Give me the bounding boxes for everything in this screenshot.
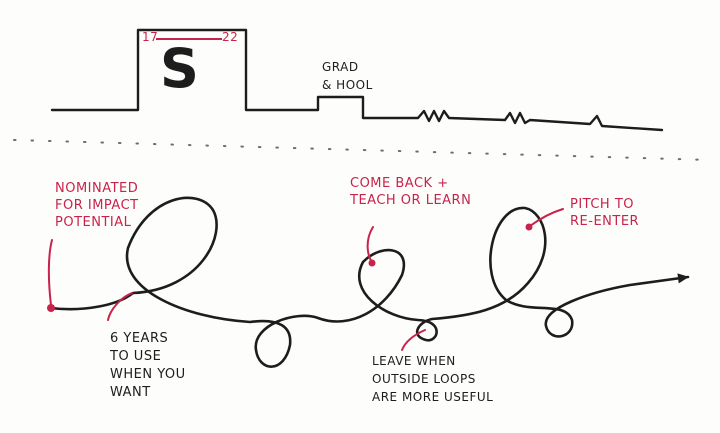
label-line: 6 YEARS	[110, 331, 169, 346]
label-line: WHEN YOU	[110, 367, 186, 382]
label-line: PITCH TO	[570, 197, 635, 212]
six-years-leader	[107, 292, 133, 321]
pitch-dot	[525, 223, 533, 231]
six-years-label: 6 YEARS TO USE WHEN YOU WANT	[110, 330, 186, 402]
grad-school-line: & HOOL	[322, 78, 373, 92]
pitch-label: PITCH TO RE-ENTER	[570, 196, 639, 230]
nominated-leader	[47, 239, 53, 306]
label-line: POTENTIAL	[55, 215, 132, 230]
label-line: WANT	[110, 385, 151, 400]
label-line: RE-ENTER	[570, 214, 640, 229]
grad-school-label: GRAD & HOOL	[322, 58, 373, 94]
label-line: COME BACK +	[350, 176, 449, 191]
nominated-label: NOMINATED FOR IMPACT POTENTIAL	[55, 180, 139, 231]
come-back-label: COME BACK + TEACH OR LEARN	[350, 175, 471, 209]
year-start: 17	[142, 30, 159, 44]
label-line: LEAVE WHEN	[372, 354, 456, 368]
pitch-leader	[529, 208, 564, 227]
top-timeline-line	[50, 28, 664, 132]
come-back-leader	[366, 226, 374, 263]
logo-letter: S	[160, 37, 199, 100]
start-dot	[47, 304, 55, 312]
life-loop-path	[48, 196, 690, 368]
label-line: TO USE	[110, 349, 162, 364]
year-end: 22	[222, 30, 239, 44]
come-back-dot	[368, 259, 376, 267]
grad-school-line: GRAD	[322, 60, 359, 74]
dotted-divider	[13, 139, 711, 161]
label-line: NOMINATED	[55, 181, 139, 196]
leave-leader	[401, 329, 426, 351]
label-line: TEACH OR LEARN	[350, 193, 472, 208]
label-line: OUTSIDE LOOPS	[372, 372, 476, 386]
label-line: ARE MORE USEFUL	[372, 390, 494, 404]
label-line: FOR IMPACT	[55, 198, 139, 213]
leave-label: LEAVE WHEN OUTSIDE LOOPS ARE MORE USEFUL	[372, 352, 493, 406]
